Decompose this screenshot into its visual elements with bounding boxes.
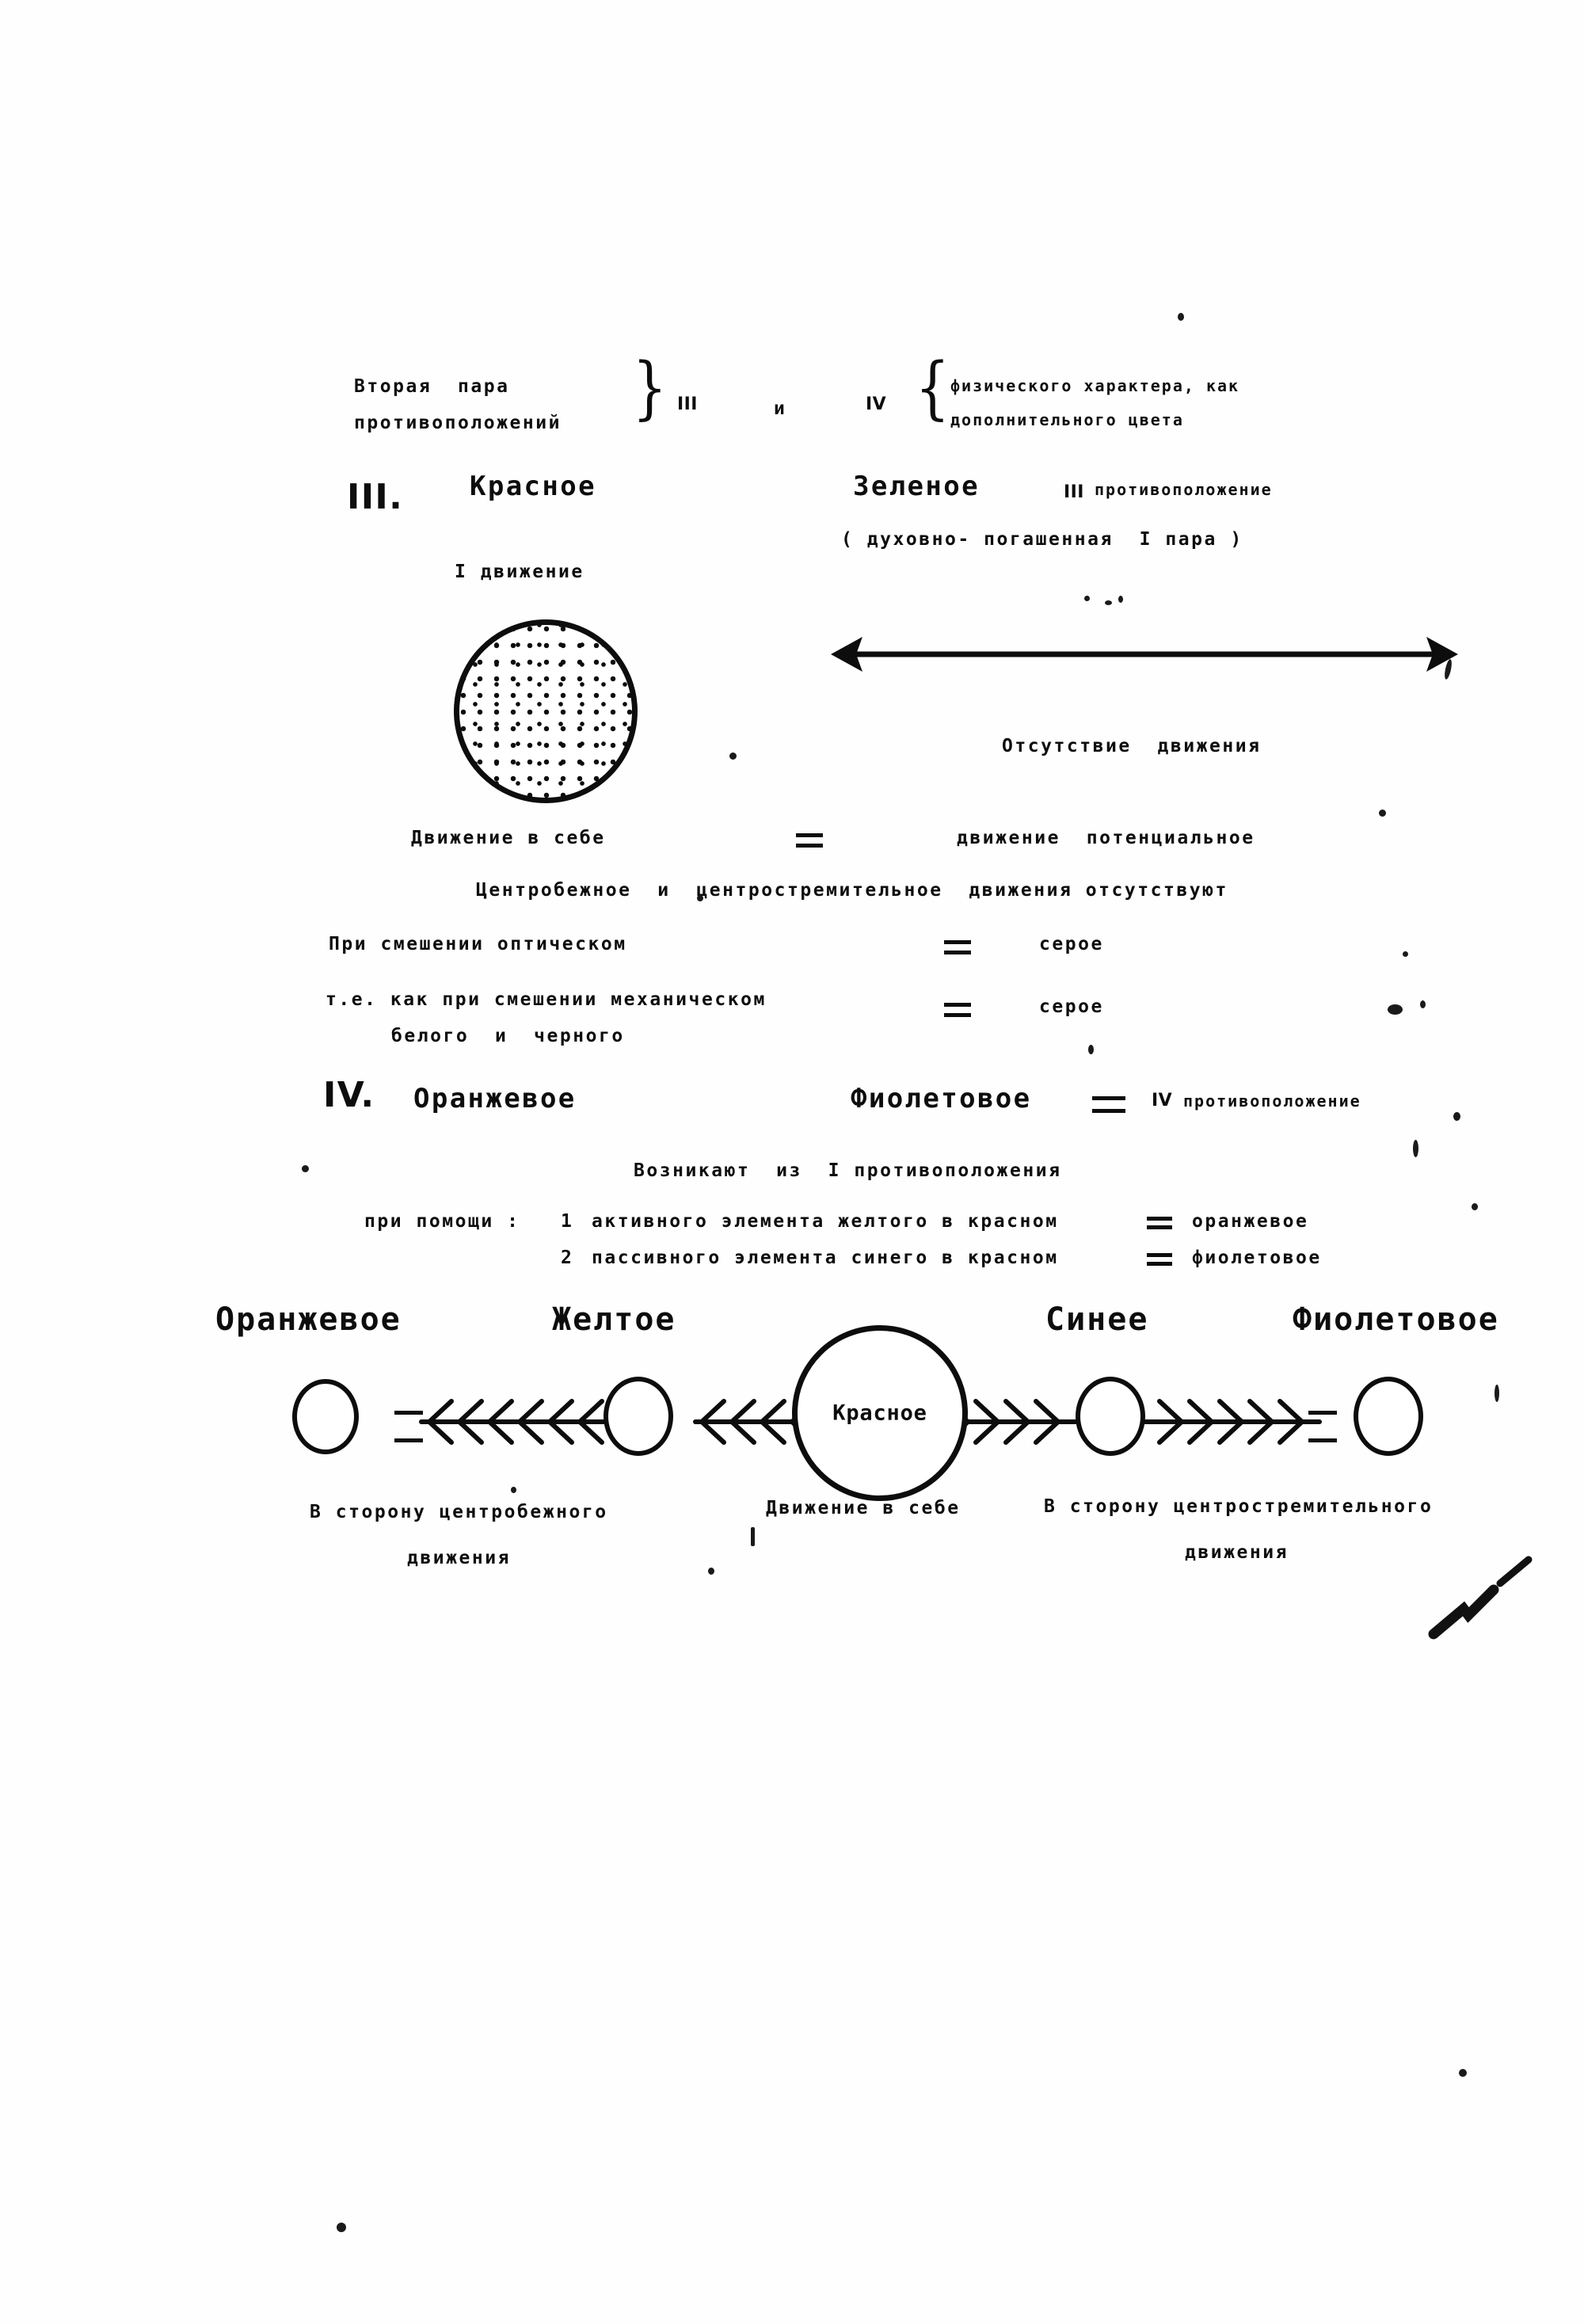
ink-speck: [697, 895, 703, 901]
ink-speck: [1403, 951, 1408, 957]
header-conjunction: и: [774, 398, 787, 419]
equation-right: движение потенциальное: [957, 828, 1255, 848]
mix-row-1-left: т.е. как при смешении механическом: [326, 989, 767, 1010]
section-four-origin-line: Возникают из I противоположения: [634, 1160, 1062, 1181]
spectrum-circle-yellow: [604, 1377, 673, 1456]
pen-stroke-mark: [1418, 1549, 1568, 1644]
caption-2-line-1: В сторону центростремительного: [1044, 1496, 1434, 1517]
ink-speck: [337, 2223, 346, 2232]
brace-right: {: [915, 349, 950, 428]
section-three-movement-label: I движение: [455, 562, 584, 582]
ink-speck: [729, 752, 737, 760]
section-three-subnote: ( духовно- погашенная I пара ): [841, 529, 1243, 550]
ink-speck: [1413, 1140, 1418, 1157]
spectrum-label-yellow: Желтое: [552, 1301, 676, 1338]
section-three-numeral: III.: [347, 477, 404, 517]
brace-left: }: [632, 349, 668, 428]
ink-speck: [1420, 1000, 1426, 1008]
equals-sign-5: [1147, 1217, 1172, 1229]
caption-0-line-2: движения: [407, 1548, 512, 1568]
spectrum-circle-orange: [292, 1379, 359, 1454]
spectrum-label-violet: Фиолетовое: [1293, 1301, 1499, 1338]
spectrum-circle-red-label: Красное: [832, 1400, 927, 1426]
ink-speck: [1105, 600, 1112, 605]
spectrum-circle-violet: [1354, 1377, 1423, 1456]
ink-speck: [1453, 1112, 1460, 1121]
ink-speck: [708, 1568, 714, 1575]
helper-row-1-text: пассивного элемента синего в красном: [592, 1248, 1059, 1268]
header-right-line-2: дополнительного цвета: [950, 410, 1184, 429]
equals-sign-3: [944, 1003, 971, 1017]
section-three-right-color: Зеленое: [853, 471, 980, 502]
section-four-opposition-word: противоположение: [1183, 1092, 1361, 1111]
ink-speck: [751, 1527, 755, 1546]
equals-sign-spectrum-right: [1308, 1411, 1337, 1442]
mix-row-1-right: серое: [1039, 996, 1104, 1017]
equals-sign-2: [944, 940, 971, 954]
header-line-1: Вторая пара: [354, 376, 510, 397]
spectrum-arrow-chain-right: [908, 1358, 1351, 1485]
ink-speck: [1088, 1045, 1094, 1054]
spectrum-label-orange: Оранжевое: [215, 1301, 402, 1338]
section-four-left-color: Оранжевое: [413, 1083, 577, 1114]
section-three-left-color: Красное: [470, 471, 596, 502]
mix-row-0-right: серое: [1039, 934, 1104, 954]
helper-row-0-text: активного элемента желтого в красном: [592, 1211, 1059, 1232]
equals-sign-4: [1092, 1096, 1125, 1113]
equals-sign-6: [1147, 1253, 1172, 1266]
absence-of-movement-label: Отсутствие движения: [1002, 736, 1262, 756]
equals-sign-spectrum-left: [394, 1411, 423, 1442]
section-four-right-color: Фиолетовое: [851, 1083, 1032, 1114]
ink-speck: [1472, 1203, 1478, 1210]
helper-row-1-index: 2: [561, 1248, 574, 1268]
mix-row-0-left: При смешении оптическом: [329, 934, 627, 954]
helper-row-1-result: фиолетовое: [1192, 1248, 1322, 1268]
ink-speck: [511, 1487, 516, 1493]
ink-speck: [1459, 2069, 1467, 2077]
stippled-circle: [454, 619, 638, 803]
equals-sign-1: [796, 833, 823, 848]
double-headed-arrow: [828, 631, 1461, 678]
spectrum-circle-blue: [1076, 1377, 1145, 1456]
helper-row-0-result: оранжевое: [1192, 1211, 1309, 1232]
header-right-line-1: физического характера, как: [950, 376, 1240, 395]
spectrum-circle-red: Красное: [792, 1325, 968, 1501]
caption-2-line-2: движения: [1185, 1542, 1289, 1563]
section-three-opposition-numeral: III: [1064, 482, 1084, 502]
ink-speck: [302, 1165, 309, 1172]
ink-blob: [1388, 1004, 1403, 1015]
equation-left: Движение в себе: [411, 828, 606, 848]
ink-speck: [1084, 596, 1090, 601]
header-numeral-right: IV: [866, 394, 887, 414]
ink-speck: [1495, 1385, 1499, 1402]
helper-prefix: при помощи :: [364, 1211, 520, 1232]
section-three-opposition-word: противоположение: [1095, 480, 1273, 499]
helper-row-0-index: 1: [561, 1211, 574, 1232]
spectrum-label-blue: Синее: [1045, 1301, 1149, 1338]
header-numeral-left: III: [677, 394, 698, 414]
ink-speck: [1118, 596, 1123, 603]
caption-0-line-1: В сторону центробежного: [310, 1502, 608, 1522]
header-line-2: противоположений: [354, 413, 562, 433]
mix-row-1-left-cont: белого и черного: [391, 1026, 625, 1046]
section-four-numeral: IV.: [323, 1075, 375, 1115]
caption-1-line-1: Движение в себе: [766, 1498, 961, 1518]
section-four-opposition-numeral: IV: [1152, 1091, 1173, 1111]
ink-speck: [1178, 313, 1184, 321]
centrifugal-note: Центробежное и центростремительное движе…: [476, 880, 1228, 901]
ink-speck: [1379, 810, 1386, 817]
